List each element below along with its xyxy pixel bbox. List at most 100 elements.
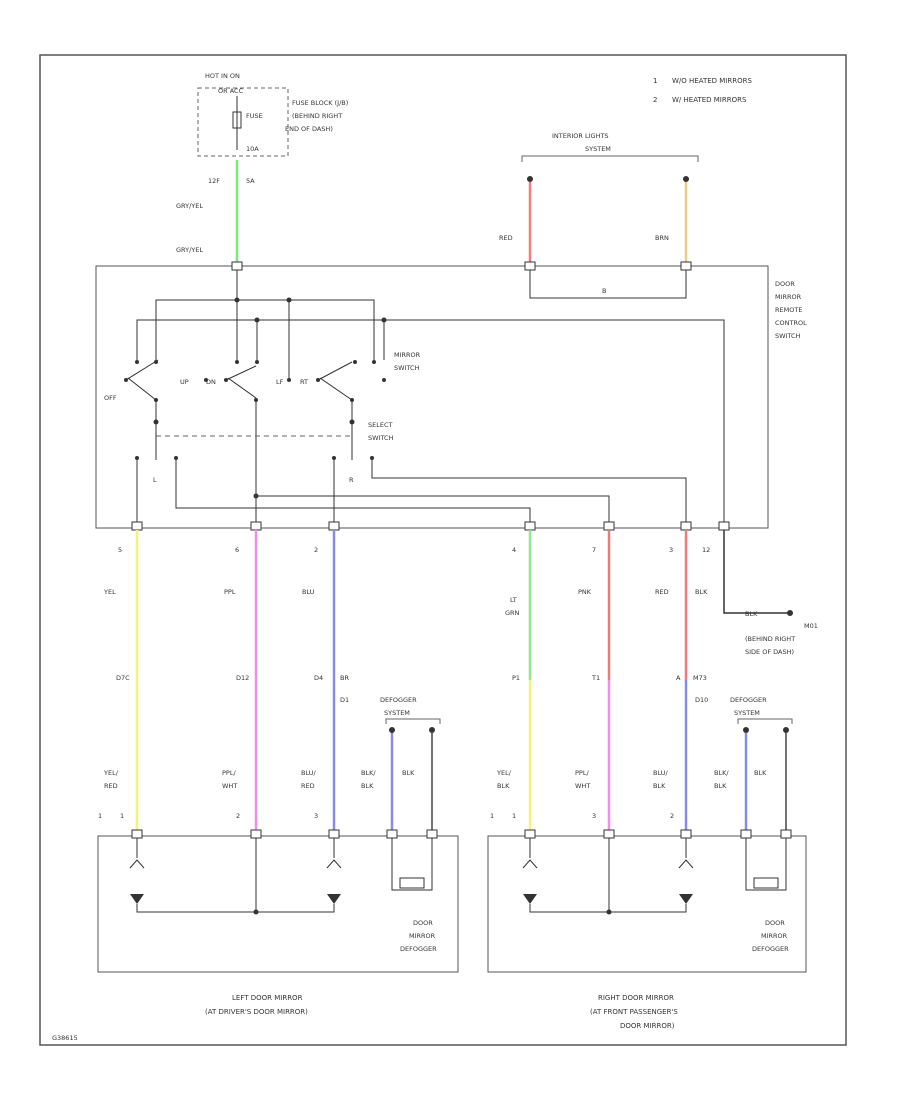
svg-text:RED: RED bbox=[104, 782, 118, 790]
svg-text:YEL/: YEL/ bbox=[496, 769, 512, 777]
svg-text:DOOR MIRROR): DOOR MIRROR) bbox=[620, 1022, 675, 1030]
svg-text:BRN: BRN bbox=[655, 234, 669, 242]
svg-text:BLK: BLK bbox=[745, 610, 758, 618]
defogger-system-right: DEFOGGER SYSTEM bbox=[730, 696, 793, 832]
svg-text:BLK: BLK bbox=[402, 769, 415, 777]
svg-text:DEFOGGER: DEFOGGER bbox=[400, 945, 437, 953]
svg-text:5A: 5A bbox=[246, 177, 255, 185]
svg-text:FUSE: FUSE bbox=[246, 112, 263, 120]
svg-text:INTERIOR LIGHTS: INTERIOR LIGHTS bbox=[552, 132, 609, 140]
wire-labels-mid: YEL PPL BLU LT GRN PNK RED BLK bbox=[103, 588, 708, 617]
svg-text:YEL: YEL bbox=[103, 588, 116, 596]
svg-text:5: 5 bbox=[118, 546, 122, 554]
svg-text:UP: UP bbox=[180, 378, 189, 386]
svg-text:M73: M73 bbox=[693, 674, 707, 682]
svg-text:LEFT DOOR MIRROR: LEFT DOOR MIRROR bbox=[232, 994, 303, 1002]
svg-text:M01: M01 bbox=[804, 622, 818, 630]
svg-text:(BEHIND RIGHT: (BEHIND RIGHT bbox=[292, 112, 342, 120]
svg-text:BR: BR bbox=[340, 674, 349, 682]
svg-text:SIDE OF DASH): SIDE OF DASH) bbox=[745, 648, 794, 656]
interior-lights: INTERIOR LIGHTS SYSTEM RED BRN bbox=[499, 132, 699, 262]
svg-text:OR ACC: OR ACC bbox=[218, 87, 244, 95]
svg-text:B: B bbox=[602, 287, 606, 295]
right-door-mirror: DOOR MIRROR DEFOGGER RIGHT DOOR MIRROR (… bbox=[487, 829, 807, 1030]
svg-text:BLK: BLK bbox=[714, 782, 727, 790]
svg-text:4: 4 bbox=[512, 546, 516, 554]
svg-text:CONTROL: CONTROL bbox=[775, 319, 807, 327]
svg-text:3: 3 bbox=[314, 812, 318, 820]
svg-text:DEFOGGER: DEFOGGER bbox=[752, 945, 789, 953]
svg-text:BLU/: BLU/ bbox=[301, 769, 317, 777]
svg-text:DN: DN bbox=[206, 378, 216, 386]
svg-text:FUSE BLOCK (J/B): FUSE BLOCK (J/B) bbox=[292, 99, 348, 107]
wire-labels-low: YEL/ RED PPL/ WHT BLU/ RED BLK/ BLK BLK … bbox=[103, 769, 767, 790]
svg-text:GRN: GRN bbox=[505, 609, 520, 617]
svg-text:END OF DASH): END OF DASH) bbox=[285, 125, 333, 133]
svg-text:PNK: PNK bbox=[578, 588, 592, 596]
svg-text:BLU: BLU bbox=[302, 588, 315, 596]
svg-text:2: 2 bbox=[236, 812, 240, 820]
svg-text:A: A bbox=[676, 674, 681, 682]
svg-text:YEL/: YEL/ bbox=[103, 769, 119, 777]
svg-text:D12: D12 bbox=[236, 674, 249, 682]
svg-text:DEFOGGER: DEFOGGER bbox=[380, 696, 417, 704]
svg-text:DOOR: DOOR bbox=[765, 919, 785, 927]
svg-text:MIRROR: MIRROR bbox=[775, 293, 802, 301]
switch-pin-numbers: 5 6 2 4 7 3 12 bbox=[118, 546, 710, 554]
connector-labels: D7C D12 D4 BR D1 P1 T1 A M73 D10 bbox=[116, 674, 708, 704]
svg-text:RED: RED bbox=[655, 588, 669, 596]
svg-text:BLK: BLK bbox=[361, 782, 374, 790]
svg-text:2: 2 bbox=[314, 546, 318, 554]
svg-text:PPL/: PPL/ bbox=[575, 769, 589, 777]
svg-text:10A: 10A bbox=[246, 145, 259, 153]
svg-text:SWITCH: SWITCH bbox=[394, 364, 420, 372]
svg-text:LT: LT bbox=[510, 596, 517, 604]
mirror-pin-numbers: 1 1 2 3 1 1 3 2 bbox=[98, 812, 674, 820]
svg-text:OFF: OFF bbox=[104, 394, 117, 402]
note-2-num: 2 bbox=[653, 96, 657, 104]
svg-text:RED: RED bbox=[499, 234, 513, 242]
svg-text:(AT DRIVER'S DOOR MIRROR): (AT DRIVER'S DOOR MIRROR) bbox=[205, 1008, 308, 1016]
svg-text:RT: RT bbox=[300, 378, 308, 386]
svg-text:P1: P1 bbox=[512, 674, 520, 682]
note-1-text: W/O HEATED MIRRORS bbox=[672, 77, 752, 85]
legend-notes: 1 W/O HEATED MIRRORS 2 W/ HEATED MIRRORS bbox=[653, 77, 752, 104]
defogger-system-left: DEFOGGER SYSTEM bbox=[380, 696, 441, 832]
svg-text:PPL/: PPL/ bbox=[222, 769, 236, 777]
svg-text:3: 3 bbox=[592, 812, 596, 820]
svg-text:L: L bbox=[153, 476, 157, 484]
fuse-block: HOT IN ON OR ACC FUSE 10A FUSE BLOCK (J/… bbox=[197, 72, 348, 185]
svg-text:7: 7 bbox=[592, 546, 596, 554]
svg-text:SWITCH: SWITCH bbox=[368, 434, 394, 442]
svg-text:D7C: D7C bbox=[116, 674, 130, 682]
svg-text:BLK/: BLK/ bbox=[714, 769, 729, 777]
svg-text:1: 1 bbox=[120, 812, 124, 820]
svg-text:WHT: WHT bbox=[575, 782, 590, 790]
svg-text:T1: T1 bbox=[591, 674, 600, 682]
wire-label-gry-yel-top: GRY/YEL bbox=[176, 202, 203, 210]
wires-mid bbox=[135, 530, 793, 832]
svg-text:LF: LF bbox=[276, 378, 284, 386]
page-frame bbox=[39, 54, 847, 1046]
svg-text:D4: D4 bbox=[314, 674, 323, 682]
svg-text:D1: D1 bbox=[340, 696, 349, 704]
svg-text:SYSTEM: SYSTEM bbox=[734, 709, 760, 717]
svg-text:DOOR: DOOR bbox=[775, 280, 795, 288]
svg-text:DEFOGGER: DEFOGGER bbox=[730, 696, 767, 704]
svg-text:SYSTEM: SYSTEM bbox=[585, 145, 611, 153]
svg-text:D10: D10 bbox=[695, 696, 708, 704]
svg-text:BLK/: BLK/ bbox=[361, 769, 376, 777]
svg-text:12: 12 bbox=[702, 546, 710, 554]
svg-text:R: R bbox=[349, 476, 354, 484]
svg-text:1: 1 bbox=[512, 812, 516, 820]
svg-text:(BEHIND RIGHT: (BEHIND RIGHT bbox=[745, 635, 795, 643]
door-mirror-switch-box: DOOR MIRROR REMOTE CONTROL SWITCH B bbox=[95, 261, 807, 531]
svg-text:2: 2 bbox=[670, 812, 674, 820]
svg-text:12F: 12F bbox=[208, 177, 220, 185]
svg-text:MIRROR: MIRROR bbox=[394, 351, 421, 359]
svg-text:1: 1 bbox=[98, 812, 102, 820]
svg-text:RIGHT DOOR MIRROR: RIGHT DOOR MIRROR bbox=[598, 994, 674, 1002]
svg-text:REMOTE: REMOTE bbox=[775, 306, 802, 314]
note-2-text: W/ HEATED MIRRORS bbox=[672, 96, 747, 104]
figure-id: G38615 bbox=[52, 1034, 78, 1042]
